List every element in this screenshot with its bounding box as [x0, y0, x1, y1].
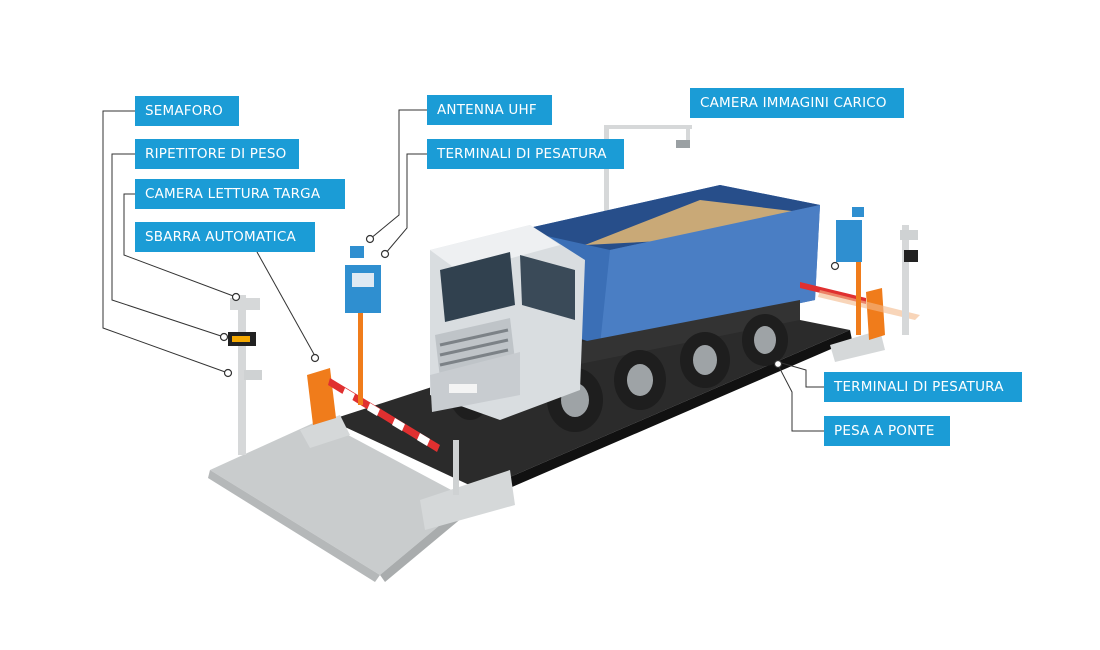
leader-terminali-right	[777, 361, 824, 388]
truck-cab	[430, 225, 585, 420]
leader-pesa	[777, 364, 824, 432]
leader-sbarra	[256, 251, 316, 357]
label-antenna-uhf: ANTENNA UHF	[427, 95, 552, 125]
label-semaforo: SEMAFORO	[135, 96, 239, 126]
label-terminali-di-pesatura-left: TERMINALI DI PESATURA	[427, 139, 624, 169]
leader-ripetitore	[111, 153, 225, 338]
leader-camera-targa	[123, 193, 237, 298]
leader-antenna	[369, 109, 427, 240]
right-equipment-pole	[900, 225, 918, 335]
exit-barrier	[800, 282, 920, 340]
label-ripetitore-di-peso: RIPETITORE DI PESO	[135, 139, 299, 169]
leader-terminali-left	[384, 153, 427, 255]
left-equipment-pole	[228, 295, 262, 455]
label-camera-immagini-carico: CAMERA IMMAGINI CARICO	[690, 88, 904, 118]
right-weighing-terminal	[836, 207, 864, 335]
label-terminali-di-pesatura-right: TERMINALI DI PESATURA	[824, 372, 1022, 402]
load-camera-pole	[604, 125, 692, 235]
entry-barrier	[307, 368, 459, 495]
label-camera-lettura-targa: CAMERA LETTURA TARGA	[135, 179, 345, 209]
left-weighing-terminal	[345, 246, 381, 405]
label-pesa-a-ponte: PESA A PONTE	[824, 416, 950, 446]
truck-dump-body	[520, 185, 820, 345]
leader-endpoints	[219, 234, 840, 378]
leader-lines	[102, 109, 824, 432]
label-sbarra-automatica: SBARRA AUTOMATICA	[135, 222, 315, 252]
leader-semaforo	[102, 110, 229, 374]
